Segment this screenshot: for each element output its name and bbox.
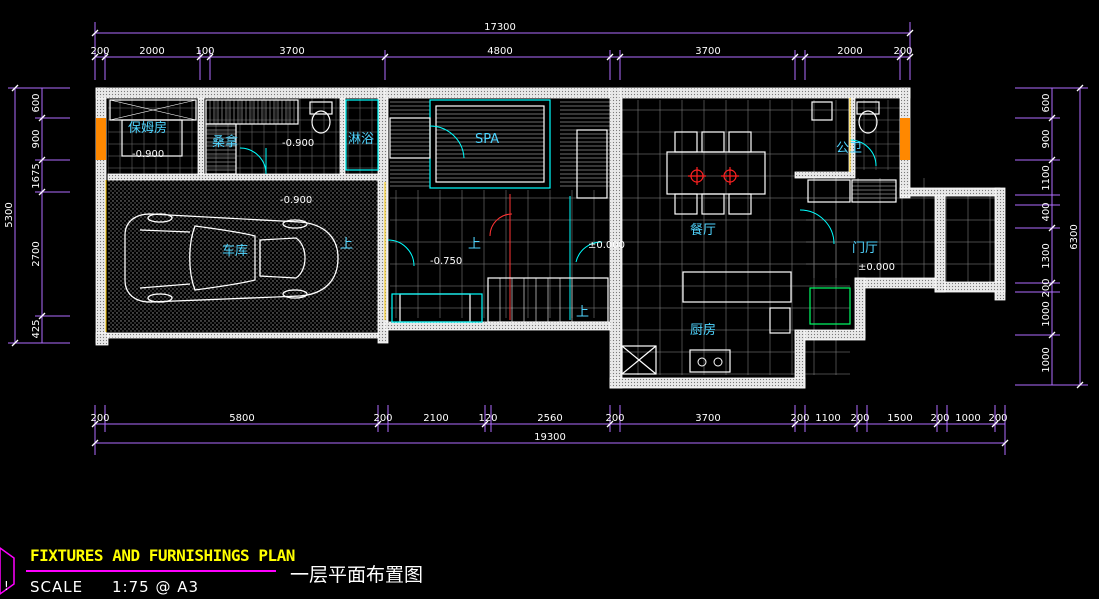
dim-bottom-overall: 19300 <box>534 432 566 443</box>
dim-top-6: 3700 <box>695 46 720 57</box>
dim-right-7: 1000 <box>1041 301 1052 326</box>
dim-left-3: 1675 <box>31 163 42 188</box>
dim-top-overall: 17300 <box>484 22 516 33</box>
room-label-nanny: 保姆房 <box>128 120 167 136</box>
dim-left-2: 900 <box>31 129 42 148</box>
dim-bottom-12: 1500 <box>887 413 912 424</box>
dim-bottom-15: 200 <box>988 413 1007 424</box>
dim-left-4: 2700 <box>31 241 42 266</box>
title-marker-icon: ! <box>0 547 15 595</box>
dim-right-5: 1300 <box>1041 243 1052 268</box>
dim-bottom-4: 2100 <box>423 413 448 424</box>
room-label-kitchen: 厨房 <box>690 322 716 338</box>
dim-top-3: 100 <box>195 46 214 57</box>
dim-bottom-11: 200 <box>850 413 869 424</box>
title-underline <box>26 570 276 572</box>
dim-top-7: 2000 <box>837 46 862 57</box>
room-label-spa: SPA <box>475 132 499 147</box>
hall-up-label: 上 <box>468 237 481 252</box>
fixtures <box>109 99 897 375</box>
dim-bottom-14: 1000 <box>955 413 980 424</box>
dim-bottom-2: 5800 <box>229 413 254 424</box>
room-label-entry: 门厅 <box>852 241 878 256</box>
dim-top-8: 200 <box>893 46 912 57</box>
dim-right-overall: 6300 <box>1069 224 1080 249</box>
level-entry: ±0.000 <box>858 262 895 273</box>
dimension-lines <box>8 22 1088 455</box>
title-block: ! FIXTURES AND FURNISHINGS PLAN SCALE 1:… <box>0 540 470 599</box>
dim-right-4: 400 <box>1041 202 1052 221</box>
dim-bottom-9: 200 <box>790 413 809 424</box>
garage-floor <box>108 180 380 332</box>
dim-left-overall: 5300 <box>4 202 15 227</box>
svg-text:!: ! <box>4 579 9 593</box>
dim-left-5: 425 <box>31 319 42 338</box>
scale-label: SCALE <box>30 578 84 596</box>
dim-bottom-7: 200 <box>605 413 624 424</box>
room-label-garage: 车库 <box>222 243 248 259</box>
dim-right-8: 1000 <box>1041 347 1052 372</box>
dim-left-1: 600 <box>31 93 42 112</box>
dim-top-4: 3700 <box>279 46 304 57</box>
dim-bottom-3: 200 <box>373 413 392 424</box>
stove-icon <box>697 357 723 367</box>
dim-top-5: 4800 <box>487 46 512 57</box>
yellow-accents <box>105 98 851 332</box>
level-marks: -0.900 -0.900 -0.900 -0.750 ±0.000 ±0.00… <box>132 138 895 273</box>
room-label-dining: 餐厅 <box>690 222 716 238</box>
room-label-public-wc: 公卫 <box>836 141 862 156</box>
dim-bottom-13: 200 <box>930 413 949 424</box>
dim-top-2: 2000 <box>139 46 164 57</box>
garage-up-label: 上 <box>340 237 353 252</box>
orange-window-marks <box>96 118 910 160</box>
room-label-sauna: 桑拿 <box>212 134 238 150</box>
floor-plan: 17300 200 2000 100 3700 4800 3700 2000 2… <box>4 22 1088 455</box>
level-garage: -0.900 <box>280 195 312 206</box>
level-hall: -0.750 <box>430 256 462 267</box>
stair-labels: 上 上 上 <box>340 237 589 320</box>
dim-right-1: 600 <box>1041 93 1052 112</box>
dim-right-6: 200 <box>1041 278 1052 297</box>
dim-bottom-6: 2560 <box>537 413 562 424</box>
lamp-icons <box>688 167 739 185</box>
stair-up-label: 上 <box>576 305 589 320</box>
level-nanny: -0.900 <box>132 149 164 160</box>
scale-value: 1:75 @ A3 <box>112 578 200 596</box>
dim-bottom-10: 1100 <box>815 413 840 424</box>
room-labels: 保姆房 桑拿 淋浴 SPA 车库 餐厅 公卫 门厅 厨房 <box>128 120 878 338</box>
dim-bottom-8: 3700 <box>695 413 720 424</box>
car-icon <box>124 213 339 303</box>
dim-top-1: 200 <box>90 46 109 57</box>
plan-title: FIXTURES AND FURNISHINGS PLAN <box>30 546 295 565</box>
floor-fills <box>108 98 997 375</box>
room-label-shower: 淋浴 <box>348 132 374 147</box>
level-dining: ±0.000 <box>588 240 625 251</box>
dim-right-2: 900 <box>1041 129 1052 148</box>
dim-bottom-1: 200 <box>90 413 109 424</box>
dimension-ticks <box>11 29 1084 447</box>
dim-right-3: 1100 <box>1041 165 1052 190</box>
level-sauna: -0.900 <box>282 138 314 149</box>
dim-bottom-5: 120 <box>478 413 497 424</box>
dimension-texts: 17300 200 2000 100 3700 4800 3700 2000 2… <box>4 22 1080 443</box>
plan-subtitle: 一层平面布置图 <box>290 564 424 586</box>
doors <box>239 125 877 267</box>
